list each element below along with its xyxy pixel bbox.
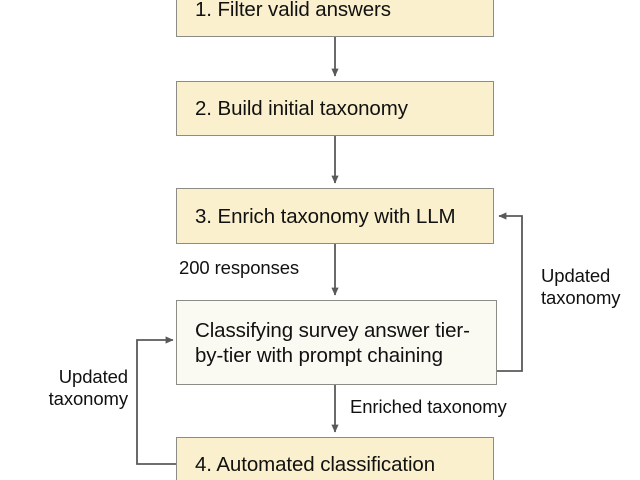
node-step-2-label: 2. Build initial taxonomy bbox=[195, 97, 408, 120]
edge-step4-to-process-loop bbox=[136, 336, 176, 465]
node-step-4-label: 4. Automated classification bbox=[195, 453, 436, 476]
node-process-classifying[interactable]: Classifying survey answer tier-by-tier w… bbox=[176, 300, 497, 385]
node-step-3-label: 3. Enrich taxonomy with LLM bbox=[195, 204, 456, 228]
node-step-1-label: 1. Filter valid answers bbox=[195, 0, 391, 21]
edge-process-to-step3-loop bbox=[497, 212, 523, 372]
edge-label-updated-taxonomy-left: Updated taxonomy bbox=[48, 366, 129, 410]
node-step-2[interactable]: 2. Build initial taxonomy bbox=[176, 81, 494, 136]
edge-label-enriched-taxonomy: Enriched taxonomy bbox=[350, 396, 507, 417]
node-step-1[interactable]: 1. Filter valid answers bbox=[176, 0, 494, 37]
node-step-3[interactable]: 3. Enrich taxonomy with LLM bbox=[176, 188, 494, 244]
edge-label-200-responses: 200 responses bbox=[179, 257, 300, 278]
edge-label-updated-taxonomy-right: Updated taxonomy bbox=[541, 265, 621, 309]
node-step-4[interactable]: 4. Automated classification bbox=[176, 437, 494, 480]
node-process-classifying-label: Classifying survey answer tier-by-tier w… bbox=[195, 318, 470, 367]
